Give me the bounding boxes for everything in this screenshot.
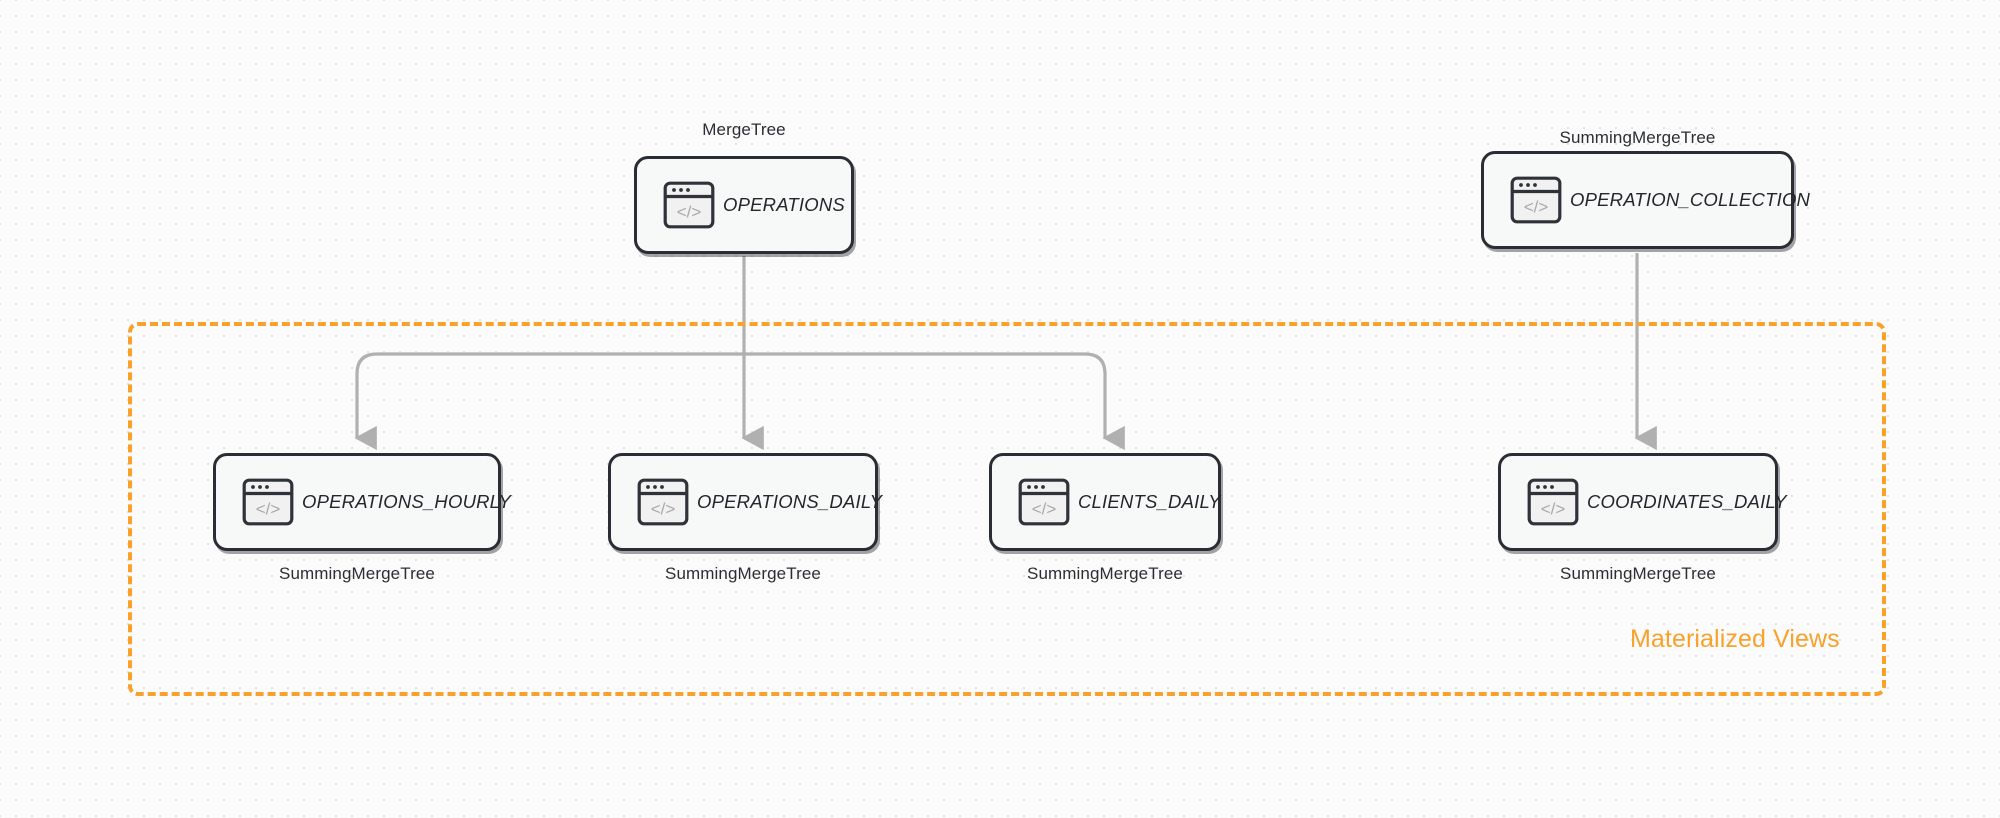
node-operations[interactable]: </> OPERATIONS bbox=[634, 156, 854, 254]
node-operation-collection[interactable]: </> OPERATION_COLLECTION bbox=[1481, 151, 1810, 249]
node-label-operations-hourly: OPERATIONS_HOURLY bbox=[302, 491, 512, 512]
node-operations-hourly[interactable]: </> OPERATIONS_HOURLY bbox=[213, 453, 511, 551]
node-label-operations-daily: OPERATIONS_DAILY bbox=[697, 491, 883, 512]
node-operations-daily[interactable]: </> OPERATIONS_DAILY bbox=[608, 453, 882, 551]
node-label-operation-collection: OPERATION_COLLECTION bbox=[1570, 189, 1811, 210]
code-window-icon: </> bbox=[1510, 176, 1562, 224]
node-caption-operations-hourly: SummingMergeTree bbox=[279, 564, 435, 583]
code-window-icon: </> bbox=[663, 181, 715, 229]
node-clients-daily[interactable]: </> CLIENTS_DAILY bbox=[989, 453, 1221, 551]
materialized-views-group[interactable] bbox=[128, 322, 1886, 696]
node-label-operations: OPERATIONS bbox=[723, 194, 845, 215]
node-label-clients-daily: CLIENTS_DAILY bbox=[1078, 491, 1221, 512]
node-caption-operation-collection: SummingMergeTree bbox=[1559, 128, 1716, 147]
svg-text:</>: </> bbox=[1541, 500, 1566, 519]
code-window-icon: </> bbox=[1527, 478, 1579, 526]
materialized-views-label: Materialized Views bbox=[1630, 625, 1840, 653]
svg-text:</>: </> bbox=[651, 500, 676, 519]
node-caption-clients-daily: SummingMergeTree bbox=[1027, 564, 1183, 583]
node-coordinates-daily[interactable]: </> COORDINATES_DAILY bbox=[1498, 453, 1787, 551]
node-caption-operations-daily: SummingMergeTree bbox=[665, 564, 821, 583]
code-window-icon: </> bbox=[1018, 478, 1070, 526]
node-caption-coordinates-daily: SummingMergeTree bbox=[1560, 564, 1716, 583]
node-caption-operations: MergeTree bbox=[702, 120, 786, 139]
code-window-icon: </> bbox=[637, 478, 689, 526]
svg-text:</>: </> bbox=[256, 500, 281, 519]
node-label-coordinates-daily: COORDINATES_DAILY bbox=[1587, 491, 1787, 512]
svg-text:</>: </> bbox=[1032, 500, 1057, 519]
svg-text:</>: </> bbox=[1524, 198, 1549, 217]
svg-text:</>: </> bbox=[677, 203, 702, 222]
code-window-icon: </> bbox=[242, 478, 294, 526]
